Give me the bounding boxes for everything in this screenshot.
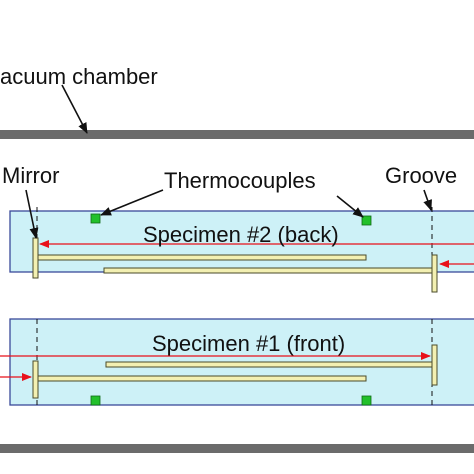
- leader-thermocouple-left: [100, 189, 164, 216]
- thermocouple-front-right: [361, 395, 372, 406]
- label-thermocouples: Thermocouples: [164, 168, 316, 193]
- leader-thermocouple-right: [336, 195, 364, 218]
- label-specimen-back: Specimen #2 (back): [143, 222, 339, 247]
- leader-chamber: [61, 84, 88, 134]
- specimen-back-bar-long: [37, 254, 367, 261]
- label-mirror: Mirror: [2, 163, 59, 188]
- specimen-back-bar-short: [103, 267, 433, 274]
- specimen-front-bar-long: [37, 375, 367, 382]
- specimen-front-mirror-right: [431, 344, 438, 386]
- thermocouple-back-right: [361, 215, 372, 226]
- label-chamber: acuum chamber: [0, 64, 158, 89]
- thermocouple-back-left: [90, 213, 101, 224]
- leader-groove: [423, 189, 432, 211]
- plate-back: [9, 210, 474, 273]
- thermocouple-front-left: [90, 395, 101, 406]
- leader-mirror: [25, 189, 39, 239]
- chamber-wall-top: [0, 130, 474, 139]
- label-specimen-front: Specimen #1 (front): [152, 331, 345, 356]
- specimen-front-bar-short: [105, 361, 435, 368]
- specimen-back-mirror-left: [32, 237, 39, 279]
- chamber-wall-bottom: [0, 444, 474, 453]
- specimen-front-mirror-left: [32, 360, 39, 399]
- specimen-back-mirror-right: [431, 254, 438, 293]
- label-groove: Groove: [385, 163, 457, 188]
